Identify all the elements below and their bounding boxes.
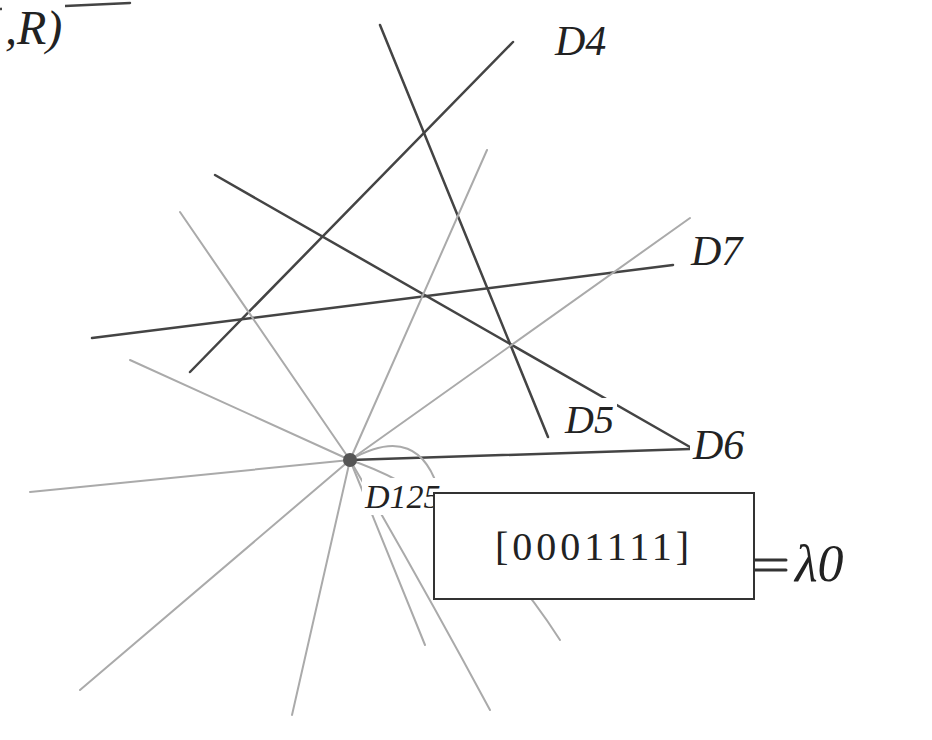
bit-vector: [0001111] — [495, 523, 693, 570]
line — [30, 460, 350, 492]
line — [350, 150, 487, 460]
leader-line — [755, 559, 786, 562]
line-label: λ0 — [792, 535, 847, 592]
line — [215, 175, 690, 447]
line — [190, 42, 513, 372]
line-label: D125 — [362, 478, 444, 515]
line — [92, 265, 673, 338]
vector-box: [0001111] — [433, 492, 755, 600]
line-label: D4 — [552, 18, 609, 64]
formula-fragment: ,R) — [2, 2, 65, 55]
line — [380, 25, 548, 437]
leader-line — [755, 569, 786, 572]
line-label: D6 — [690, 422, 747, 468]
line — [292, 460, 350, 715]
line-label: D5 — [562, 398, 617, 442]
line — [130, 360, 350, 460]
line — [180, 212, 350, 460]
line — [80, 460, 350, 690]
line — [350, 449, 690, 460]
line — [350, 218, 690, 460]
intersection-point — [343, 453, 357, 467]
line-label: D7 — [688, 228, 745, 274]
